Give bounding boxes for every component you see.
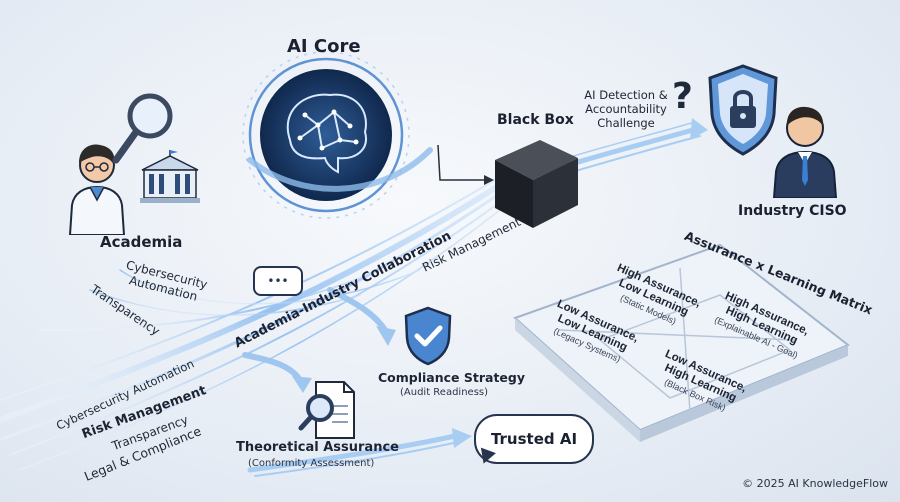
theoretical-assurance-label: Theoretical Assurance (236, 440, 399, 455)
compliance-strategy-label: Compliance Strategy (378, 370, 526, 385)
compliance-shield-icon (402, 306, 454, 366)
trusted-ai-label: Trusted AI (490, 430, 578, 448)
academia-label: Academia (100, 233, 183, 251)
black-box-cube (495, 140, 578, 228)
black-box-label: Black Box (497, 112, 574, 128)
ciso-person-icon (770, 94, 840, 199)
matrix-board (513, 243, 850, 442)
trusted-ai-bubble: Trusted AI (474, 414, 594, 464)
compliance-strategy-sub: (Audit Readiness) (400, 387, 489, 398)
ai-core-circle (260, 69, 392, 201)
copyright-footer: © 2025 AI KnowledgeFlow (742, 477, 888, 490)
university-building-icon (138, 150, 202, 204)
industry-ciso-label: Industry CISO (738, 203, 847, 219)
shield-lock-icon (706, 64, 780, 156)
detection-challenge-label: AI Detection & Accountability Challenge (584, 88, 668, 130)
theoretical-assurance-sub: (Conformity Assessment) (248, 458, 375, 469)
question-mark-icon: ? (672, 76, 693, 117)
magnifier-icon (108, 88, 178, 168)
ai-core-label: AI Core (287, 36, 361, 57)
academic-person-icon (62, 125, 132, 236)
document-magnifier-icon (298, 378, 360, 442)
speech-bubble-icon: ••• (253, 266, 303, 296)
arrow-to-shield (690, 118, 708, 140)
